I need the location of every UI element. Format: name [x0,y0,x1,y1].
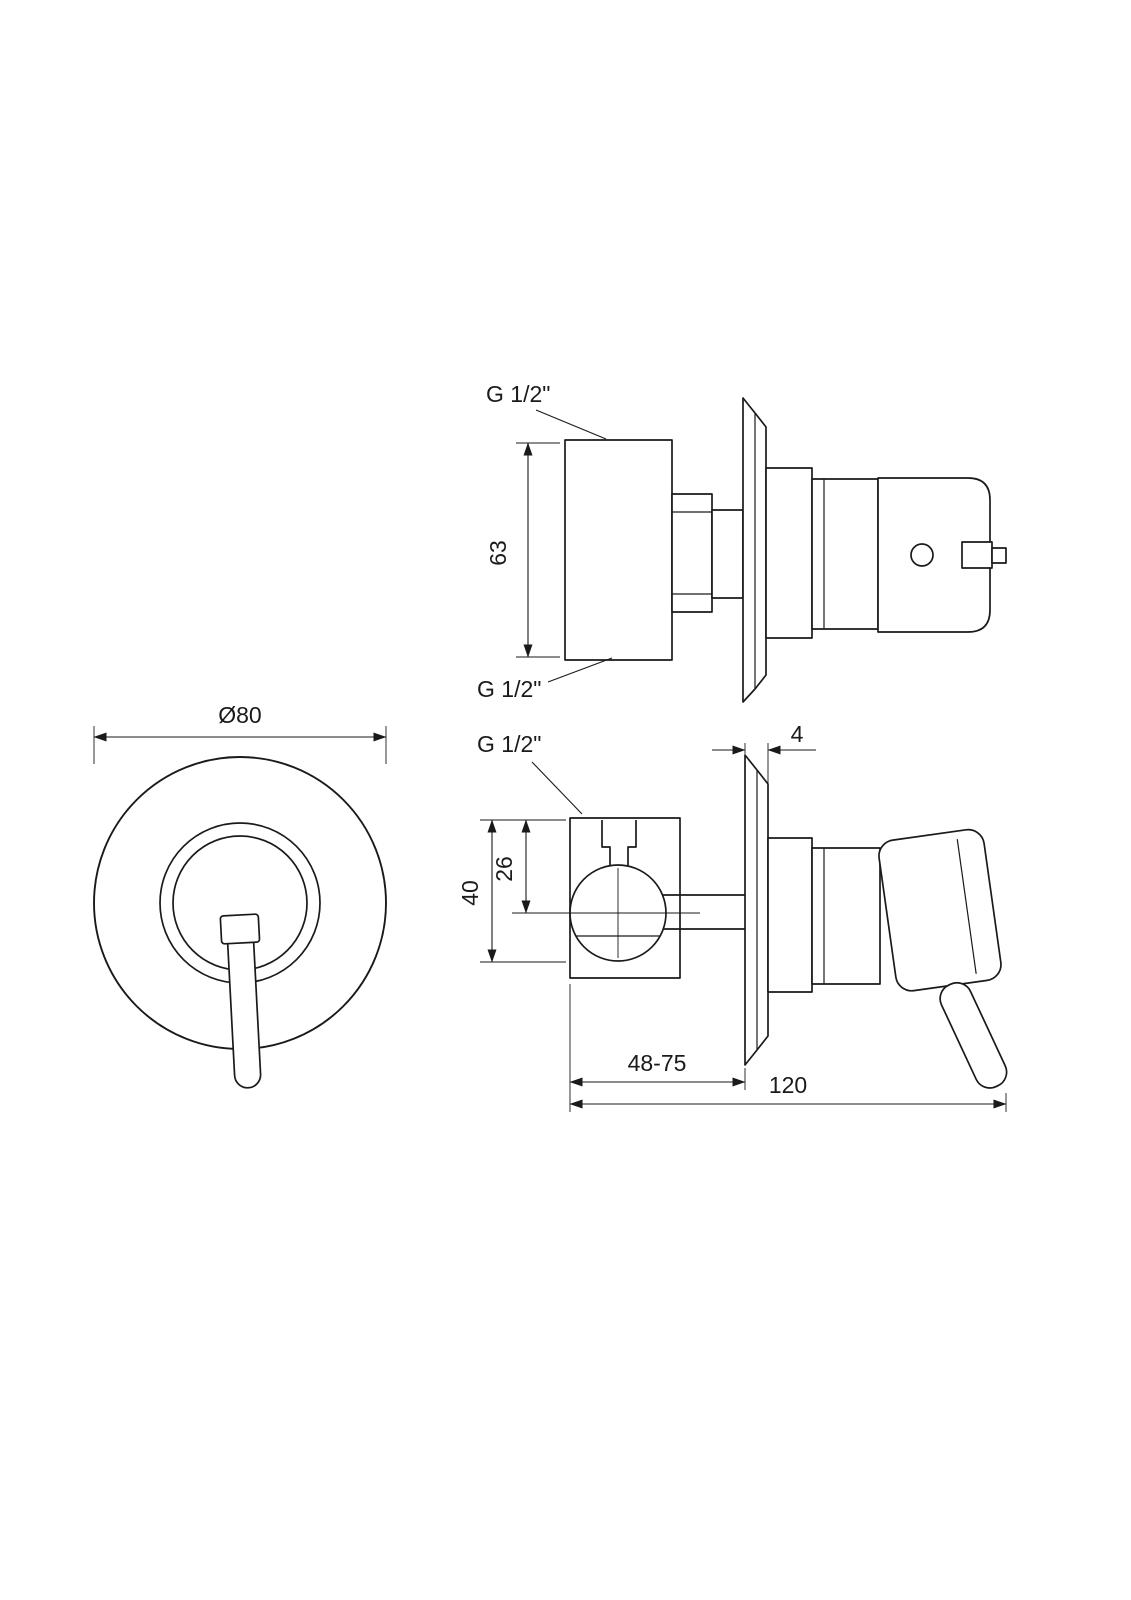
thread-label-top: G 1/2" [486,381,550,407]
leader-thread-top [535,409,607,440]
cartridge-body [811,478,879,630]
handle-grip-section [878,828,1002,992]
side-view-top: G 1/2" G 1/2" 63 [477,381,1007,703]
dim-48-75-label: 48-75 [628,1050,687,1076]
handle-top-view [877,477,991,633]
hex-nut [671,493,713,613]
front-view: Ø80 [93,702,387,1089]
leader-thread-bottom [547,657,613,683]
lever-end-tab [961,541,993,569]
dim-40-label: 40 [457,880,483,906]
cartridge-housing [765,467,813,639]
side-view-section: G 1/2" 4 40 26 48-75 120 [457,721,1008,1112]
dim-26-label: 26 [491,856,517,882]
inlet-stub [601,820,611,868]
dim-4-label: 4 [791,721,804,747]
mixer-body-top-view [564,439,673,661]
lever-boss [219,913,261,945]
cartridge-body-section [811,847,881,985]
handle-pin [910,543,934,567]
dim-120-label: 120 [769,1072,807,1098]
dim-63-label: 63 [485,540,511,566]
leader-thread-side [531,761,583,815]
handle-lever-section [939,981,1008,1089]
thread-label-bottom: G 1/2" [477,676,541,702]
cartridge-housing-section [767,837,813,993]
lever-end-tip [991,547,1007,564]
thread-label-side: G 1/2" [477,731,541,757]
dim-80-label: Ø80 [218,702,261,728]
neck [711,509,744,599]
